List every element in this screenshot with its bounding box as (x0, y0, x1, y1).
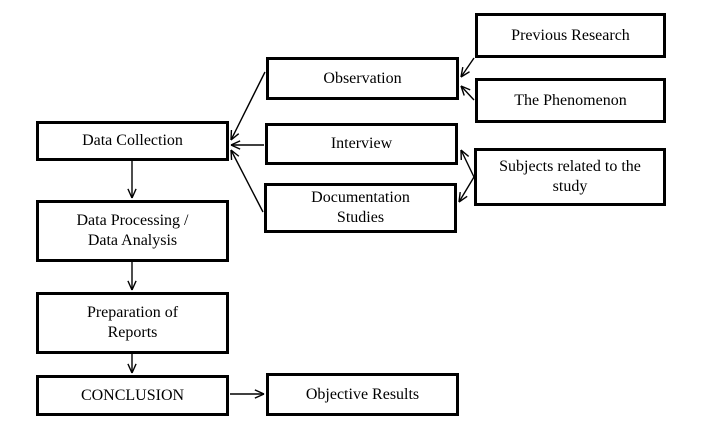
edge-interview-to-data-collection (230, 140, 264, 150)
node-conclusion[interactable]: CONCLUSION (36, 375, 229, 416)
node-label: Preparation of Reports (86, 304, 179, 341)
edge-line (458, 176, 475, 203)
edge-documentation-to-data-collection (230, 149, 264, 213)
node-label: Documentation Studies (311, 189, 410, 226)
edge-processing-to-reports (127, 262, 137, 291)
node-label: Subjects related to the study (499, 158, 641, 195)
edge-line (460, 149, 475, 178)
edge-arrowhead (460, 71, 470, 78)
edge-arrowhead (230, 149, 233, 161)
edge-arrowhead (230, 140, 241, 146)
node-label: The Phenomenon (514, 91, 627, 109)
edge-arrowhead (458, 195, 468, 203)
edge-arrowhead (131, 188, 137, 199)
edge-phenomenon-to-observation (460, 85, 475, 101)
edge-subjects-to-interview (460, 149, 475, 178)
edge-arrowhead (131, 280, 137, 291)
node-the-phenomenon[interactable]: The Phenomenon (475, 78, 666, 123)
edge-arrowhead (460, 85, 471, 91)
edge-arrowhead (460, 149, 470, 157)
edge-observation-to-data-collection (230, 71, 266, 141)
node-subjects-related[interactable]: Subjects related to the study (474, 148, 666, 206)
edge-line (230, 149, 264, 213)
node-label: Data Collection (82, 132, 183, 150)
edge-arrowhead (230, 144, 241, 150)
node-previous-research[interactable]: Previous Research (475, 13, 666, 58)
node-label: CONCLUSION (80, 386, 185, 404)
node-label: Previous Research (511, 26, 630, 44)
edge-arrowhead (254, 389, 265, 395)
node-data-collection[interactable]: Data Collection (36, 121, 229, 161)
node-label: Data Processing / Data Analysis (76, 212, 189, 249)
edge-arrowhead (458, 191, 461, 203)
node-preparation-of-reports[interactable]: Preparation of Reports (36, 292, 229, 354)
edge-arrowhead (127, 280, 133, 291)
edge-reports-to-conclusion (127, 354, 137, 374)
edge-arrowhead (254, 393, 265, 399)
node-interview[interactable]: Interview (265, 123, 458, 165)
edge-conclusion-to-objective-results (230, 389, 265, 399)
node-documentation-studies[interactable]: Documentation Studies (264, 183, 457, 233)
edge-arrowhead (230, 149, 240, 157)
node-data-processing[interactable]: Data Processing / Data Analysis (36, 200, 229, 262)
edge-line (460, 57, 475, 78)
node-observation[interactable]: Observation (266, 57, 459, 100)
edge-arrowhead (127, 188, 133, 199)
edge-arrowhead (127, 363, 133, 374)
edge-arrowhead (460, 85, 465, 96)
edge-arrowhead (131, 363, 137, 374)
node-label: Observation (323, 69, 402, 87)
edge-subjects-to-documentation (458, 176, 475, 203)
node-objective-results[interactable]: Objective Results (266, 373, 459, 416)
edge-arrowhead (230, 133, 240, 141)
edge-previous-research-to-observation (460, 57, 475, 78)
node-label: Objective Results (305, 385, 420, 403)
node-label: Interview (330, 135, 393, 153)
edge-data-collection-to-processing (127, 161, 137, 199)
edge-line (230, 71, 266, 141)
edge-arrowhead (460, 67, 464, 78)
edge-line (460, 85, 475, 101)
